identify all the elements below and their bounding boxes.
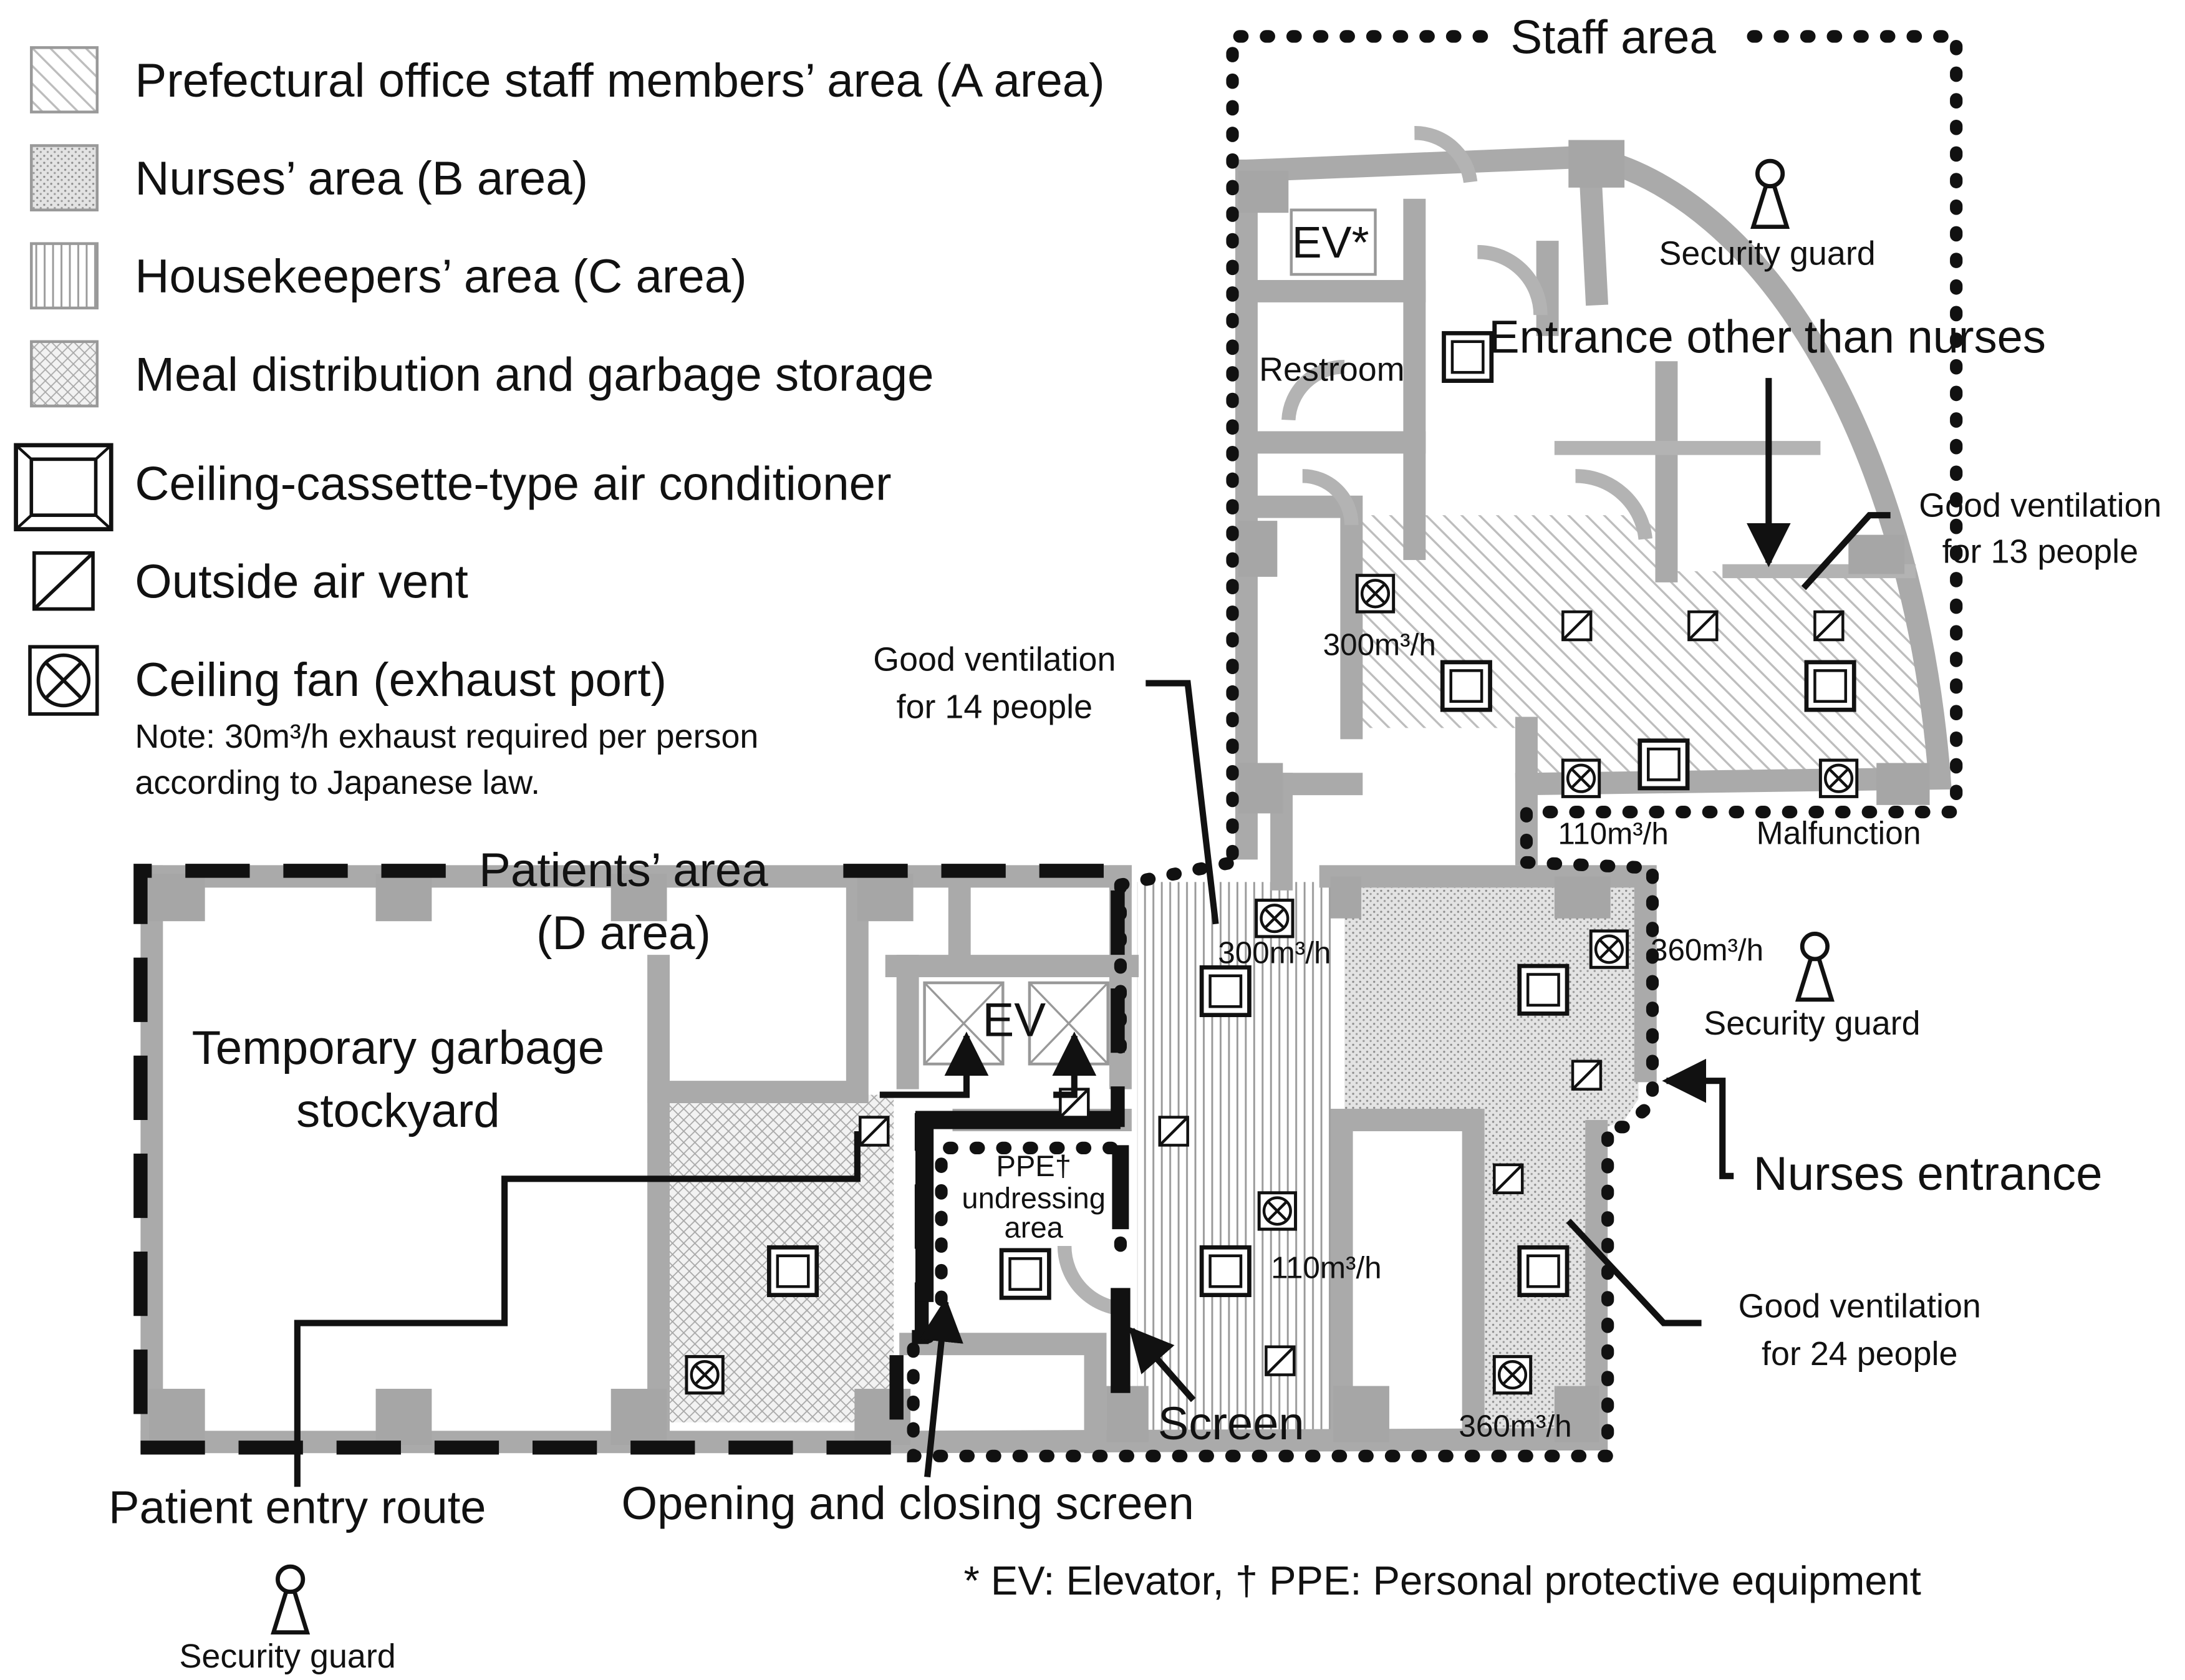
- security-guard-icon-bottom: [274, 1567, 307, 1633]
- malfunction-label: Malfunction: [1757, 815, 1921, 851]
- legend-ceiling-fan-icon: [28, 645, 99, 716]
- restroom-label: Restroom: [1259, 351, 1404, 389]
- legend-swatch-b-area: [30, 144, 99, 211]
- security-guard-label-bottom: Security guard: [179, 1638, 395, 1675]
- patients-area-title-2: (D area): [536, 907, 711, 960]
- a-area-fill: [1351, 515, 1934, 784]
- patients-area-boundary: [133, 864, 1125, 1455]
- opening-closing-screen-label: Opening and closing screen: [621, 1477, 1194, 1529]
- legal-note-line-1: Note: 30m³/h exhaust required per person: [135, 718, 758, 755]
- staff-ventilation-line-2: for 13 people: [1942, 533, 2138, 570]
- ev-star-label: EV*: [1292, 218, 1369, 268]
- legal-note-line-2: according to Japanese law.: [135, 764, 540, 801]
- ppe-label-3: area: [1005, 1211, 1064, 1244]
- area-boundaries: [133, 30, 1963, 1462]
- nurses-entrance-label: Nurses entrance: [1753, 1147, 2103, 1200]
- legend-label-vent: Outside air vent: [135, 556, 468, 609]
- opening-closing-screen: [915, 1111, 1121, 1302]
- house-ventilation-line-1: Good ventilation: [873, 640, 1116, 678]
- security-guard-icon-right: [1798, 934, 1831, 1000]
- legend-label-b-area: Nurses’ area (B area): [135, 152, 588, 205]
- security-guard-label-top: Security guard: [1659, 234, 1875, 272]
- ppe-label-2: undressing: [962, 1181, 1106, 1214]
- pillars: [148, 140, 1930, 1445]
- legend-swatch-meal: [30, 340, 99, 408]
- legend-label-c-area: Housekeepers’ area (C area): [135, 250, 746, 303]
- screen-label: Screen: [1158, 1398, 1305, 1449]
- nurse-ventilation-line-1: Good ventilation: [1739, 1288, 1981, 1325]
- legend-air-conditioner-icon: [14, 443, 113, 531]
- legend-label-a-area: Prefectural office staff members’ area (…: [135, 54, 1104, 107]
- flow-house-mid: 110m³/h: [1271, 1251, 1381, 1285]
- flow-nurse-top: 360m³/h: [1651, 933, 1763, 967]
- staff-ventilation-line-1: Good ventilation: [1919, 486, 2161, 524]
- nurse-ventilation-line-2: for 24 people: [1762, 1335, 1957, 1373]
- garbage-label-1: Temporary garbage: [192, 1021, 605, 1074]
- leader-lines: [294, 378, 1891, 1487]
- nurse-area-boundary: [907, 856, 1659, 1462]
- security-guard-label-right: Security guard: [1704, 1005, 1920, 1042]
- security-guard-icon-top: [1753, 161, 1787, 227]
- legend-swatch-a-area: [30, 46, 99, 113]
- ev-label: EV: [982, 993, 1046, 1046]
- flow-house-top: 300m³/h: [1218, 936, 1331, 970]
- staff-area-boundary: [1226, 30, 1963, 869]
- ppe-label-1: PPE†: [996, 1149, 1071, 1182]
- entrance-other-label: Entrance other than nurses: [1488, 311, 2046, 363]
- flow-staff-bottom: 110m³/h: [1558, 817, 1668, 851]
- patients-area-title-1: Patients’ area: [479, 844, 768, 897]
- garbage-label-2: stockyard: [296, 1084, 500, 1137]
- flow-nurse-bottom: 360m³/h: [1459, 1409, 1571, 1443]
- legend-label-fan: Ceiling fan (exhaust port): [135, 654, 667, 707]
- footnote: * EV: Elevator, † PPE: Personal protecti…: [963, 1558, 1921, 1603]
- legend-label-meal: Meal distribution and garbage storage: [135, 348, 933, 401]
- plan-labels: Staff area Patients’ area (D area) EV* R…: [109, 11, 2161, 1674]
- legend-swatch-c-area: [30, 242, 99, 310]
- flow-staff-left: 300m³/h: [1323, 628, 1436, 662]
- staff-area-title: Staff area: [1510, 11, 1716, 64]
- house-ventilation-line-2: for 14 people: [897, 688, 1092, 726]
- legend-outside-vent-icon: [32, 551, 95, 611]
- patient-entry-route-label: Patient entry route: [109, 1482, 486, 1533]
- legend-label-ac: Ceiling-cassette-type air conditioner: [135, 457, 891, 510]
- legend: Prefectural office staff members’ area (…: [14, 46, 1105, 801]
